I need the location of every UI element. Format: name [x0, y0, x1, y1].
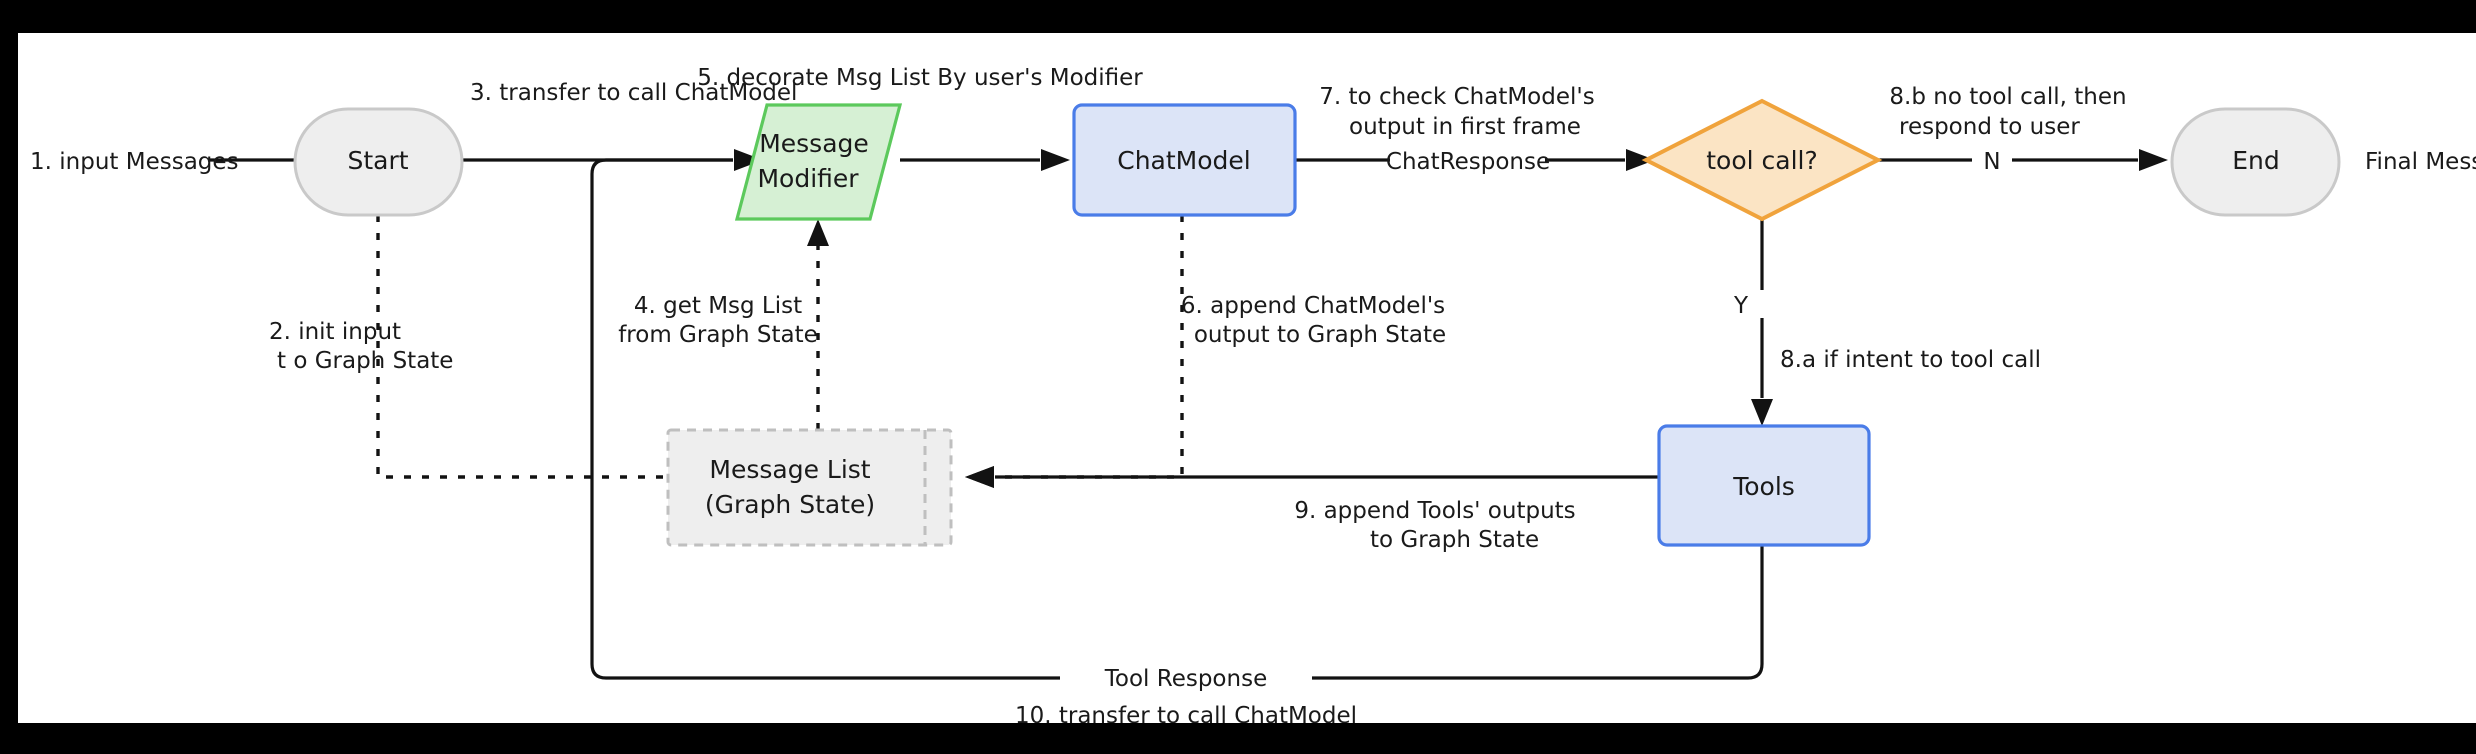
letterbox-left: [0, 0, 18, 754]
letterbox-bottom: [0, 723, 2476, 754]
letterbox-top: [0, 0, 2476, 33]
diagram-canvas: [18, 33, 2476, 723]
